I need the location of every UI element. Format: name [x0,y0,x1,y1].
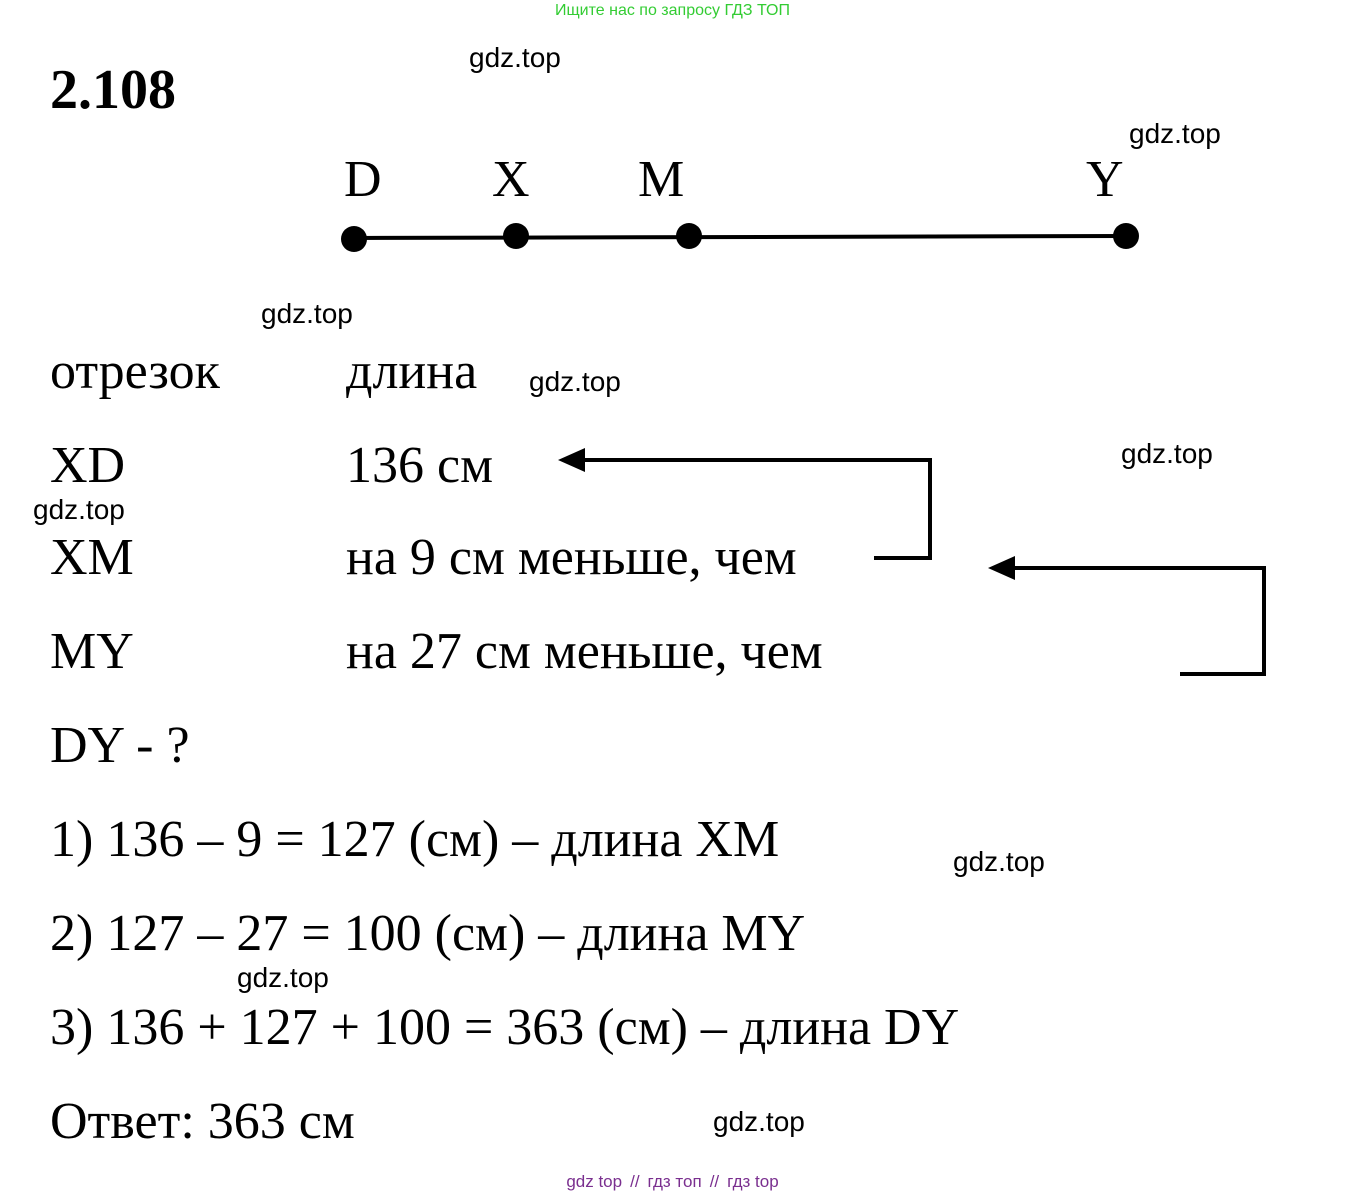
row-length-xm: на 9 см меньше, чем [346,529,797,586]
footer-link-gdz-top[interactable]: gdz top [566,1172,623,1191]
watermark: gdz.top [713,1106,805,1137]
row-segment-xd: XD [50,437,126,494]
watermark: gdz.top [261,298,353,329]
arrowhead-xm [988,556,1015,580]
task-number: 2.108 [50,59,176,121]
row-segment-xm: XM [50,529,134,586]
point-d-dot [341,226,367,252]
watermark: gdz.top [1121,438,1213,469]
arrowhead-xd [558,448,585,472]
solution-step-2: 2) 127 – 27 = 100 (см) – длина MY [50,905,806,962]
watermark: gdz.top [237,962,329,993]
row-length-my: на 27 см меньше, чем [346,623,823,680]
table-header-length: длина [346,343,478,400]
point-m-dot [676,223,702,249]
search-note: Ищите нас по запросу ГДЗ ТОП [555,2,790,19]
row-segment-my: MY [50,623,134,680]
watermark: gdz.top [953,846,1045,877]
answer-line: Ответ: 363 см [50,1093,355,1150]
reference-arrow-xm [1015,566,1266,676]
reference-arrow-xd [585,458,932,560]
watermark: gdz.top [529,366,621,397]
watermark: gdz.top [469,42,561,73]
footer-separator: // [630,1172,640,1191]
question-line: DY - ? [50,717,190,774]
point-label-d: D [344,151,382,208]
point-label-m: M [638,151,685,208]
watermark: gdz.top [1129,118,1221,149]
watermark: gdz.top [33,494,125,525]
footer-links: gdz top // гдз топ // гдз top [0,1172,1345,1192]
table-header-segment: отрезок [50,343,220,400]
point-x-dot [503,223,529,249]
footer-link-gdz-top-ru[interactable]: гдз топ [647,1172,702,1191]
point-y-dot [1113,223,1139,249]
segment-line [353,234,1127,240]
footer-link-gdz-top-mixed[interactable]: гдз top [727,1172,779,1191]
footer-separator: // [709,1172,720,1191]
point-label-x: X [492,151,530,208]
solution-step-1: 1) 136 – 9 = 127 (см) – длина XM [50,811,780,868]
point-label-y: Y [1086,151,1124,208]
row-length-xd: 136 см [346,437,493,494]
solution-step-3: 3) 136 + 127 + 100 = 363 (см) – длина DY [50,999,960,1056]
